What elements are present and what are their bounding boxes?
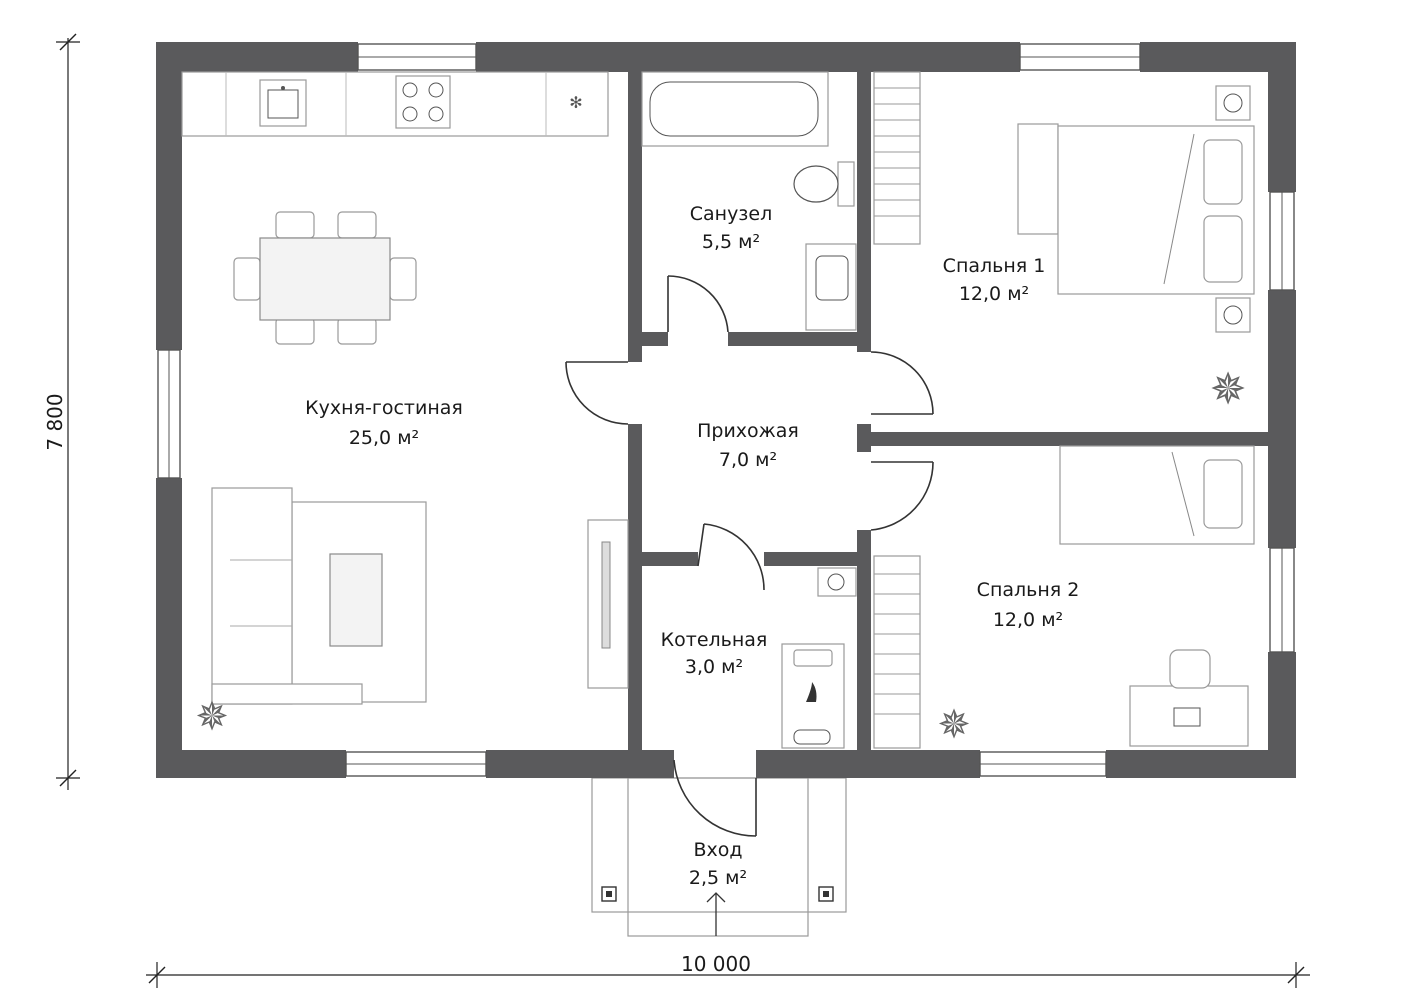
doors [565, 275, 934, 837]
toilet-icon [793, 161, 855, 207]
kitchen-counter [181, 71, 609, 137]
room-bathroom-area: 5,5 м² [702, 231, 760, 253]
room-bedroom2-area: 12,0 м² [993, 609, 1063, 631]
bathtub [641, 71, 829, 147]
outer-walls [156, 42, 1296, 778]
dimension-vertical [56, 33, 80, 790]
sink-icon [259, 79, 307, 127]
dimension-horizontal [146, 962, 1310, 988]
room-hallway-name: Прихожая [697, 420, 799, 442]
room-bedroom1-area: 12,0 м² [959, 283, 1029, 305]
windows [157, 43, 1295, 777]
room-kitchen-name: Кухня-гостиная [305, 397, 463, 419]
room-hallway-area: 7,0 м² [719, 449, 777, 471]
tv-stand [587, 519, 629, 689]
porch [591, 777, 847, 937]
room-boiler-area: 3,0 м² [685, 656, 743, 678]
interior-walls [628, 72, 1296, 750]
sofa [211, 487, 427, 705]
plant-icon: ✵ [195, 694, 229, 740]
desk [1129, 649, 1249, 747]
room-bedroom2-name: Спальня 2 [977, 579, 1080, 601]
room-bedroom1-name: Спальня 1 [943, 255, 1046, 277]
wardrobe-2 [873, 555, 921, 749]
boiler-icon [781, 567, 857, 749]
room-entrance-area: 2,5 м² [689, 867, 747, 889]
stove-icon [395, 75, 451, 129]
dimension-height-label: 7 800 [43, 393, 67, 450]
double-bed [1017, 123, 1255, 295]
nightstand-2-icon [1215, 297, 1251, 333]
room-entrance-name: Вход [693, 839, 742, 861]
fridge-icon: ✻ [569, 93, 582, 112]
wardrobe-1 [873, 71, 921, 245]
room-bathroom-name: Санузел [690, 203, 773, 225]
bathroom-sink-icon [805, 243, 857, 331]
room-kitchen-area: 25,0 м² [349, 427, 419, 449]
dining-table [233, 211, 417, 345]
room-boiler-name: Котельная [661, 629, 768, 651]
plant-icon-bedroom1: ✵ [1210, 364, 1247, 415]
nightstand-1-icon [1215, 85, 1251, 121]
dimension-width-label: 10 000 [681, 952, 751, 976]
single-bed [1059, 445, 1255, 545]
plant-icon-bedroom2: ✵ [937, 702, 971, 748]
